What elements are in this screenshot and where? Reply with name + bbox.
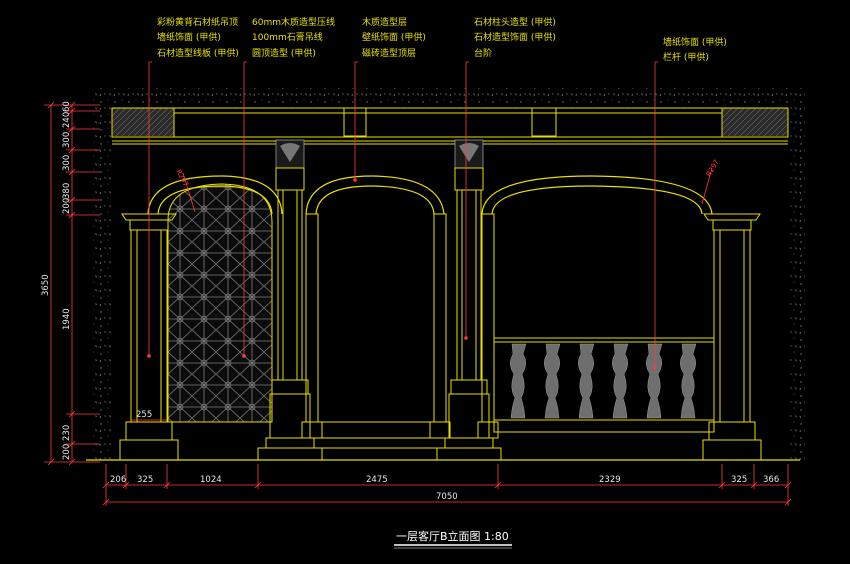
hdim-325-b: 325 [731, 475, 747, 485]
callout-text-3: 木质造型层 壁纸饰面 (甲供) 磁砖造型顶层 [362, 16, 426, 59]
callout-5-line-1: 墙纸饰面 (甲供) [663, 36, 727, 48]
callout-2-line-1: 60mm木质造型压线 [252, 16, 335, 28]
callout-4-line-1: 石材柱头造型 (甲供) [474, 16, 556, 28]
column-center-right [436, 167, 502, 461]
vdim-200-a: 200 [62, 198, 72, 214]
callout-text-4: 石材柱头造型 (甲供) 石材造型饰面 (甲供) 台阶 [474, 16, 556, 59]
hdim-325-a: 325 [137, 475, 153, 485]
inner-dim-255: 255 [136, 410, 152, 420]
carved-capital-right [454, 139, 484, 169]
lattice-screen-panel [167, 183, 273, 423]
vdim-overall-3650: 3650 [41, 274, 51, 296]
vdim-300-a: 300 [62, 132, 72, 148]
hdim-overall-7050: 7050 [436, 492, 458, 502]
hdim-1024: 1024 [200, 475, 222, 485]
vdim-200-b: 200 [62, 444, 72, 460]
doorway-threshold [258, 421, 500, 449]
ceiling-beam [111, 107, 789, 145]
drawing-title: 一层客厅B立面图 1:80 [394, 529, 512, 549]
balustrade [493, 337, 715, 433]
pilasters [301, 213, 499, 439]
callout-1-line-3: 石材造型线板 (甲供) [157, 47, 239, 59]
callout-text-5: 墙纸饰面 (甲供) 栏杆 (甲供) [663, 36, 727, 63]
callout-leaders [148, 61, 713, 368]
leader-dots [147, 178, 657, 370]
callout-2-line-2: 100mm石膏吊线 [252, 31, 323, 43]
column-right [702, 213, 762, 461]
callout-2-line-3: 圆顶造型 (甲供) [252, 47, 316, 59]
vdim-60: 60 [62, 101, 72, 112]
vdim-300-b: 300 [62, 155, 72, 171]
callout-4-line-2: 石材造型饰面 (甲供) [474, 31, 556, 43]
hdim-2475: 2475 [366, 475, 388, 485]
callout-4-line-3: 台阶 [474, 47, 492, 59]
vertical-dimension-lines [44, 101, 100, 466]
inner-dimension: 255 [131, 410, 167, 421]
hdim-206: 206 [110, 475, 126, 485]
hdim-2329: 2329 [599, 475, 621, 485]
vertical-dimension-values: 60 240 300 300 380 200 1940 230 200 3650 [41, 101, 72, 460]
callout-3-line-3: 磁砖造型顶层 [362, 47, 416, 59]
vdim-380: 380 [62, 183, 72, 199]
callout-text-1: 彩粉黄背石材纸吊顶 墙纸饰面 (甲供) 石材造型线板 (甲供) [157, 16, 239, 59]
callout-5-line-2: 栏杆 (甲供) [663, 51, 709, 63]
vdim-230: 230 [62, 425, 72, 441]
callout-3-line-2: 壁纸饰面 (甲供) [362, 31, 426, 43]
horizontal-dimension-lines [102, 464, 792, 506]
column-center-left [257, 167, 323, 461]
callout-3-line-1: 木质造型层 [362, 16, 407, 28]
balusters [510, 343, 697, 419]
callout-text-2: 60mm木质造型压线 100mm石膏吊线 圆顶造型 (甲供) [252, 16, 335, 59]
callout-1-line-2: 墙纸饰面 (甲供) [157, 31, 221, 43]
arches [147, 175, 713, 215]
hdim-366: 366 [763, 475, 779, 485]
horizontal-dimension-values: 206 325 1024 2475 2329 325 366 7050 [110, 475, 779, 502]
carved-capital-left [275, 139, 305, 169]
drawing-title-text: 一层客厅B立面图 1:80 [396, 529, 509, 543]
callout-1-line-1: 彩粉黄背石材纸吊顶 [157, 16, 238, 28]
vdim-1940: 1940 [62, 308, 72, 330]
vdim-240: 240 [62, 112, 72, 128]
